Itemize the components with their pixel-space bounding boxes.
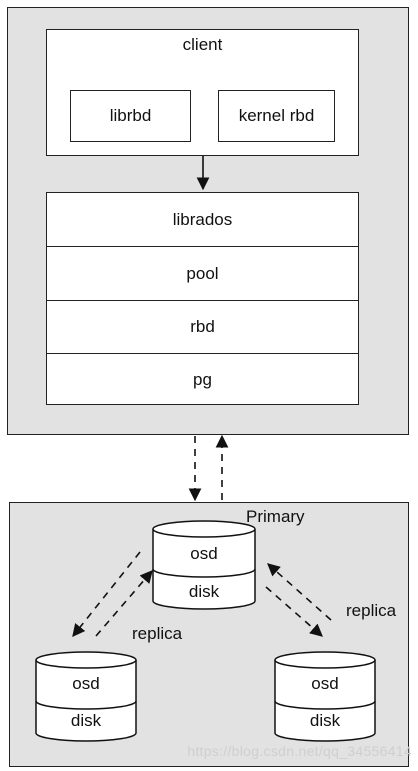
stack-layer-pg: pg xyxy=(47,353,358,405)
primary-disk-label: disk xyxy=(189,582,220,601)
right-replica-disk-label: disk xyxy=(310,711,341,730)
stack-layer-rbd: rbd xyxy=(47,300,358,353)
left-replica-osd-node: osd disk xyxy=(35,651,137,742)
kernel-rbd-box: kernel rbd xyxy=(218,90,335,142)
client-title: client xyxy=(182,35,223,54)
replica-label-right: replica xyxy=(346,601,397,620)
primary-to-right-replica-arrow xyxy=(265,586,323,637)
stack-layer-librados: librados xyxy=(172,209,233,229)
left-replica-osd-label: osd xyxy=(72,674,99,693)
left-replica-disk-label: disk xyxy=(71,711,102,730)
librbd-label: librbd xyxy=(109,106,152,125)
replica-label-left: replica xyxy=(132,624,183,643)
primary-osd-node: osd disk xyxy=(152,520,256,610)
right-replica-to-primary-arrow xyxy=(267,563,332,621)
kernel-rbd-label: kernel rbd xyxy=(238,106,315,125)
rados-stack: librados pool rbd pg xyxy=(46,192,359,405)
right-replica-osd-label: osd xyxy=(311,674,338,693)
watermark-text: https://blog.csdn.net/qq_34556414 xyxy=(187,743,412,759)
primary-label: Primary xyxy=(246,507,305,526)
left-replica-to-primary-arrow xyxy=(95,570,153,637)
right-replica-osd-node: osd disk xyxy=(274,651,376,742)
primary-to-left-replica-arrow xyxy=(72,551,141,638)
primary-osd-label: osd xyxy=(190,544,217,563)
stack-layer-pool: pool xyxy=(47,246,358,300)
librbd-box: librbd xyxy=(70,90,191,142)
client-box: client librbd kernel rbd xyxy=(46,29,359,156)
